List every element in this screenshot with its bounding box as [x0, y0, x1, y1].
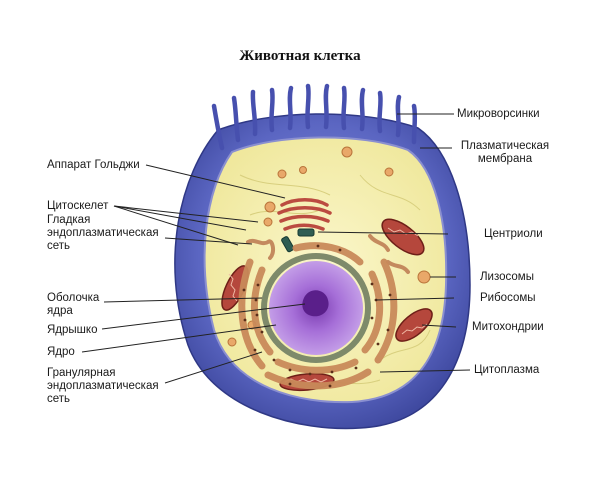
ribosomes	[242, 244, 392, 388]
label-rough-er-line3: сеть	[47, 393, 71, 405]
nucleolus	[302, 290, 329, 317]
label-mitochondria: Митохондрии	[472, 321, 544, 333]
label-smooth-er-line2: эндоплазматическая	[47, 227, 159, 239]
label-cytoplasm: Цитоплазма	[474, 364, 540, 376]
microvilli	[211, 83, 418, 151]
label-smooth-er-line3: сеть	[47, 240, 71, 252]
smooth-er	[246, 234, 410, 274]
label-golgi: Аппарат Гольджи	[47, 159, 140, 171]
label-plasma-membrane-line2: мембрана	[477, 153, 533, 165]
label-microvilli: Микроворсинки	[457, 108, 540, 120]
label-rough-er-line2: эндоплазматическая	[47, 380, 159, 392]
label-centrioles: Центриоли	[484, 228, 543, 240]
diagram-title: Животная клетка	[239, 48, 361, 64]
label-nuclear-envelope-line2: ядра	[47, 305, 73, 317]
label-nuclear-envelope-line1: Оболочка	[47, 292, 100, 304]
label-cytoskeleton: Цитоскелет	[47, 200, 109, 212]
label-smooth-er-line1: Гладкая	[47, 214, 91, 226]
label-nucleus: Ядро	[47, 346, 75, 358]
rough-er	[238, 242, 398, 390]
label-plasma-membrane-line1: Плазматическая	[460, 140, 550, 152]
mitochondria-cristae	[228, 227, 428, 383]
centrioles	[281, 228, 315, 253]
leader-lines	[81, 113, 471, 384]
golgi-apparatus	[277, 198, 332, 231]
label-ribosomes: Рибосомы	[480, 292, 536, 304]
label-nucleolus: Ядрышко	[47, 324, 98, 336]
nuclear-envelope	[261, 253, 371, 363]
label-rough-er-line1: Гранулярная	[47, 367, 116, 379]
label-lysosomes: Лизосомы	[480, 271, 534, 283]
